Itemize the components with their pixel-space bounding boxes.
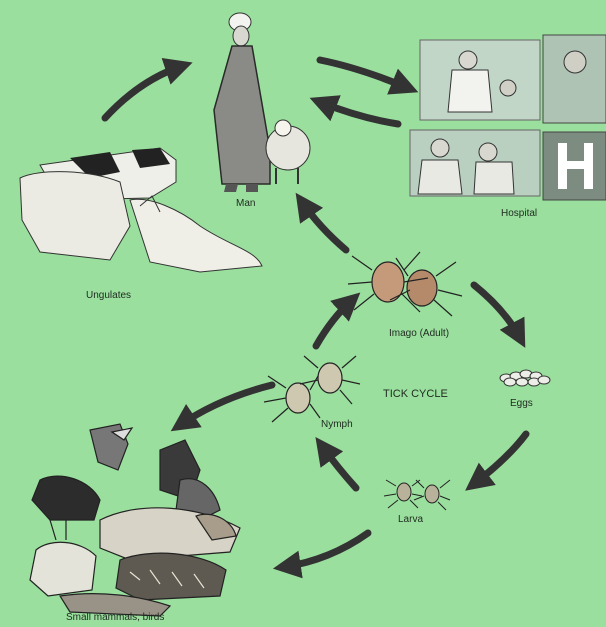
adult-tick-icon	[348, 252, 462, 316]
arrow-icon	[320, 60, 408, 88]
hospital-label: Hospital	[501, 208, 537, 219]
arrow-icon	[474, 285, 520, 338]
imago-label: Imago (Adult)	[389, 328, 449, 339]
nymph-label: Nymph	[321, 419, 353, 430]
tick-cycle-title: TICK CYCLE	[383, 388, 448, 400]
man-figure-icon	[214, 13, 270, 192]
arrow-icon	[180, 385, 272, 425]
sheep-icon	[266, 120, 310, 184]
eggs-icon	[500, 370, 550, 386]
nymph-tick-icon	[264, 356, 360, 422]
arrow-icon	[474, 434, 526, 484]
arrow-icon	[284, 533, 368, 567]
eggs-label: Eggs	[510, 398, 533, 409]
arrow-icon	[302, 202, 346, 250]
small-animals-icon	[30, 424, 240, 616]
hospital-h-sign-icon	[543, 35, 606, 200]
ungulates-label: Ungulates	[86, 290, 131, 301]
arrow-icon	[105, 66, 182, 118]
larva-label: Larva	[398, 514, 423, 525]
arrow-icon	[322, 446, 356, 488]
small-mammals-label: Small mammals, birds	[66, 612, 164, 623]
hospital-scene-icon	[410, 40, 540, 196]
arrow-icon	[320, 102, 398, 124]
arrow-icon	[316, 300, 352, 346]
larva-tick-icon	[384, 480, 450, 510]
man-label: Man	[236, 198, 255, 209]
